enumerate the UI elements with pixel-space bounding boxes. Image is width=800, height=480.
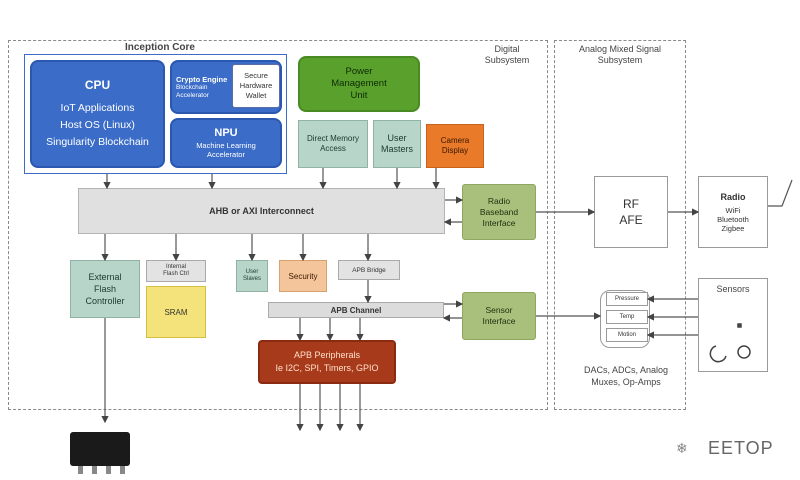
crypto-line: Blockchain bbox=[176, 83, 208, 91]
sensor-dial-icon bbox=[709, 323, 751, 363]
cpu-line: IoT Applications bbox=[60, 101, 135, 114]
npu-block: NPU Machine Learning Accelerator bbox=[170, 118, 282, 168]
apb-channel-bar: APB Channel bbox=[268, 302, 444, 318]
inception-core-box bbox=[24, 54, 287, 174]
digital-subsystem-label: Digital Subsystem bbox=[484, 44, 530, 65]
crypto-line: Accelerator bbox=[176, 91, 209, 99]
crypto-title: Crypto Engine bbox=[176, 74, 228, 84]
radio-line: Zigbee bbox=[721, 223, 745, 233]
amux-motion: Motion bbox=[606, 328, 648, 342]
inception-core-label: Inception Core bbox=[124, 42, 195, 53]
ahb-interconnect-bar: AHB or AXI Interconnect bbox=[78, 188, 445, 234]
radio-block: Radio WiFi Bluetooth Zigbee bbox=[698, 176, 768, 248]
cpu-title: CPU bbox=[84, 77, 111, 92]
sram-block: SRAM bbox=[146, 286, 206, 338]
sensors-title: Sensors bbox=[716, 284, 750, 294]
digital-subsystem-region bbox=[8, 40, 548, 410]
secure-line: Hardware bbox=[239, 81, 273, 90]
cpu-line: Singularity Blockchain bbox=[46, 135, 149, 148]
analog-caption: DACs, ADCs, Analog Muxes, Op-Amps bbox=[583, 365, 669, 387]
secure-line: Wallet bbox=[245, 91, 267, 100]
sensors-block bbox=[698, 278, 768, 372]
analog-subsystem-region bbox=[554, 40, 686, 410]
cpu-line: Host OS (Linux) bbox=[60, 118, 135, 131]
radio-line: Bluetooth bbox=[717, 214, 749, 224]
secure-wallet-block: Secure Hardware Wallet bbox=[232, 64, 280, 108]
power-management-block: Power Management Unit bbox=[298, 56, 420, 112]
camera-display-block: Camera Display bbox=[426, 124, 484, 168]
watermark-logo-icon: ❄ bbox=[676, 440, 688, 456]
npu-line: Accelerator bbox=[207, 150, 245, 159]
radio-title: Radio bbox=[720, 191, 746, 202]
secure-line: Secure bbox=[244, 71, 268, 80]
npu-line: Machine Learning bbox=[196, 141, 256, 150]
flash-chip-icon bbox=[70, 432, 130, 474]
watermark-text: EETOP bbox=[708, 438, 774, 458]
radio-line: WiFi bbox=[725, 205, 741, 215]
analog-subsystem-label: Analog Mixed Signal Subsystem bbox=[578, 44, 662, 65]
user-masters-block: User Masters bbox=[373, 120, 421, 168]
npu-title: NPU bbox=[214, 127, 238, 139]
dma-block: Direct Memory Access bbox=[298, 120, 368, 168]
sensor-interface-block: Sensor Interface bbox=[462, 292, 536, 340]
radio-baseband-interface-block: Radio Baseband Interface bbox=[462, 184, 536, 240]
cpu-block: CPU IoT Applications Host OS (Linux) Sin… bbox=[30, 60, 165, 168]
